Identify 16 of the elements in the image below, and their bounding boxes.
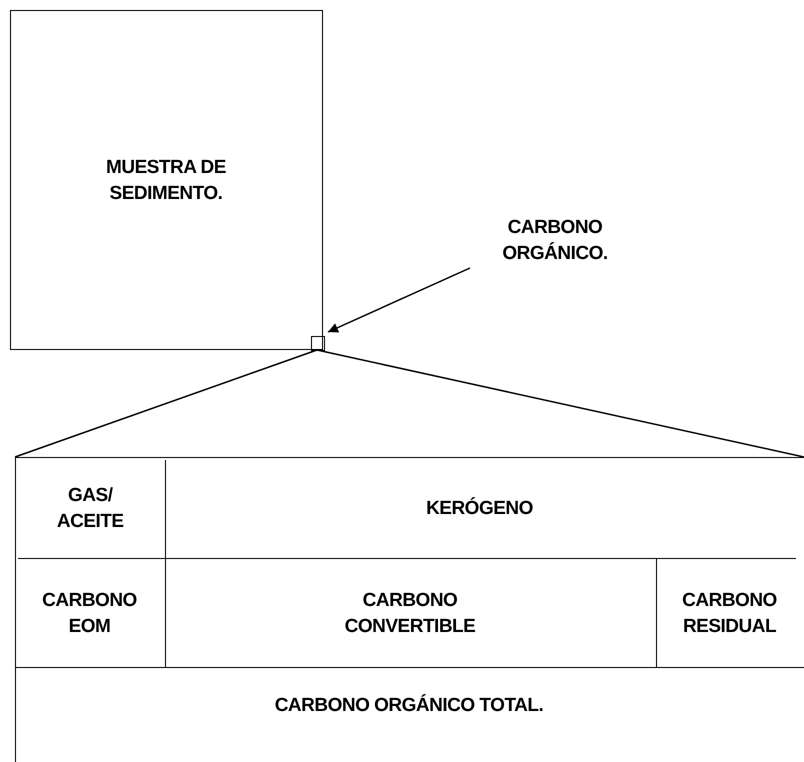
box-label: MUESTRA DE SEDIMENTO.: [105, 156, 227, 206]
table-frame: [15, 457, 804, 762]
detail-square: [311, 336, 325, 351]
table-cell: [16, 559, 166, 668]
cell-label: CARBONO ORGÁNICO TOTAL.: [274, 693, 544, 718]
table-cell: [18, 460, 166, 559]
arrow: [328, 267, 470, 333]
cell-label: CARBONO EOM: [41, 588, 138, 638]
cell-label: CARBONO CONVERTIBLE: [344, 588, 476, 638]
cell-label: GAS/ ACEITE: [56, 484, 125, 534]
zoom-line: [14, 349, 804, 458]
table-cell: [166, 559, 657, 668]
cell-label: KERÓGENO: [425, 496, 534, 522]
cell-label: CARBONO RESIDUAL: [681, 588, 778, 638]
callout-label: CARBONO ORGÁNICO.: [470, 215, 640, 267]
sample-box: [10, 10, 323, 350]
